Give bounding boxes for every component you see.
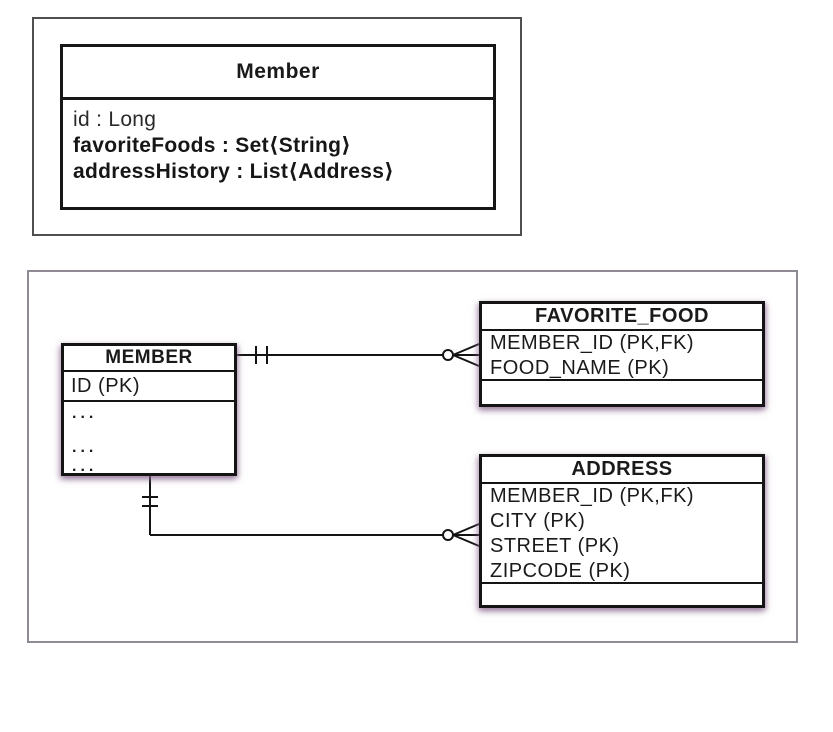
uml-class-member: Member id : Long favoriteFoods : Set⟨Str… [60,44,496,210]
erd-favorite-food-columns: MEMBER_ID (PK,FK) FOOD_NAME (PK) [482,331,762,381]
relationship-connectors [142,343,480,547]
one-and-only-one-notation [255,346,268,364]
erd-member-ellipsis-row: ... [72,405,98,422]
diagram-canvas: Member id : Long favoriteFoods : Set⟨Str… [27,17,798,643]
erd-address-row-zipcode: ZIPCODE (PK) [490,560,631,582]
erd-address-columns: MEMBER_ID (PK,FK) CITY (PK) STREET (PK) … [482,484,762,584]
erd-frame: MEMBER ID (PK) ... ... ... FAVORITE_FOOD… [27,270,798,643]
erd-table-address: ADDRESS MEMBER_ID (PK,FK) CITY (PK) STRE… [479,454,765,608]
one-and-only-one-notation [142,496,158,507]
erd-table-member-title: MEMBER [64,346,234,372]
erd-favorite-food-row-food-name: FOOD_NAME (PK) [490,357,670,379]
erd-table-favorite-food-title: FAVORITE_FOOD [482,304,762,331]
erd-member-more-rows: ... ... ... [64,402,234,475]
erd-address-row-member-id: MEMBER_ID (PK,FK) [490,485,695,507]
erd-table-member: MEMBER ID (PK) ... ... ... [61,343,237,476]
zero-or-many-notation [442,343,480,367]
relationship-member-address [142,476,480,547]
erd-member-ellipsis-row: ... [72,439,98,456]
erd-address-row-street: STREET (PK) [490,535,620,557]
erd-table-address-title: ADDRESS [482,457,762,484]
uml-attribute-favorite-foods: favoriteFoods : Set⟨String⟩ [73,134,352,157]
erd-address-empty-section [482,584,762,732]
uml-attribute-address-history: addressHistory : List⟨Address⟩ [73,160,395,183]
relationship-member-favorite-food [237,343,480,367]
erd-member-ellipsis-row: ... [72,458,98,475]
zero-or-many-notation [442,523,480,547]
erd-favorite-food-row-member-id: MEMBER_ID (PK,FK) [490,332,695,354]
uml-frame: Member id : Long favoriteFoods : Set⟨Str… [32,17,522,236]
erd-address-row-city: CITY (PK) [490,510,586,532]
uml-attribute-id: id : Long [73,108,157,131]
uml-class-title: Member [63,47,493,100]
uml-class-attributes: id : Long favoriteFoods : Set⟨String⟩ ad… [63,100,493,185]
erd-member-row-id: ID (PK) [64,372,234,402]
erd-table-favorite-food: FAVORITE_FOOD MEMBER_ID (PK,FK) FOOD_NAM… [479,301,765,407]
